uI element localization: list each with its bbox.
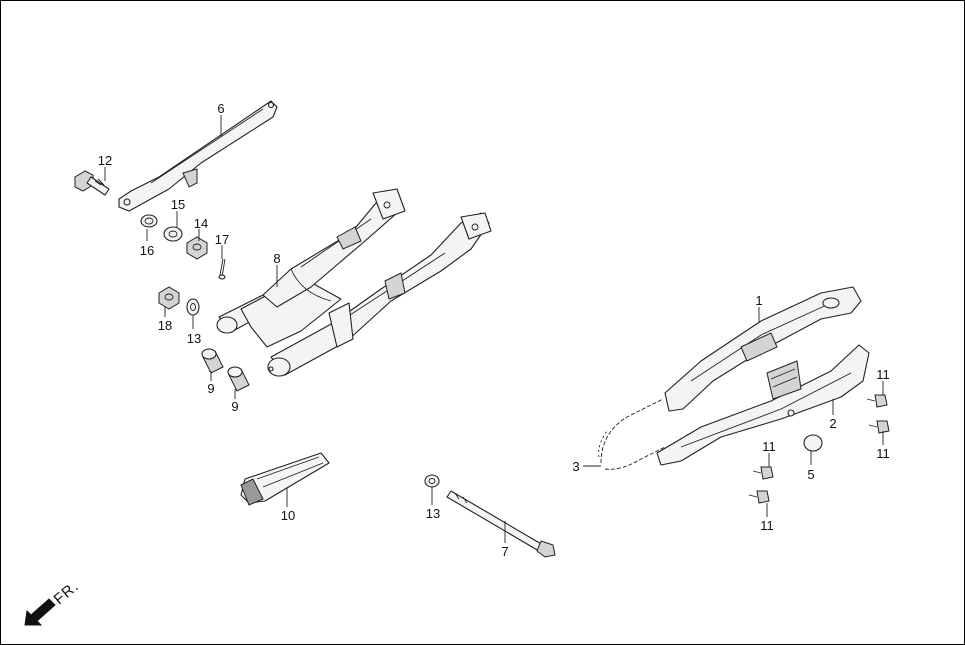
part-11-bolt-d [868, 420, 890, 434]
leader-lines [104, 115, 884, 543]
callout-18: 18 [158, 318, 172, 333]
callout-8: 8 [273, 251, 280, 266]
callout-numbers: 6 12 15 14 17 16 8 18 13 9 9 10 13 7 1 2… [98, 101, 890, 559]
front-direction-label: FR. [51, 578, 83, 608]
callout-16: 16 [140, 243, 154, 258]
part-6-brace [118, 100, 278, 212]
callout-11-a: 11 [762, 439, 776, 454]
part-11-bolt-c [866, 394, 888, 408]
callout-17: 17 [215, 232, 229, 247]
part-1-upper-chain-case [664, 286, 862, 412]
part-17-cotter-pin [218, 258, 226, 280]
part-13-washer-lower [424, 474, 440, 488]
part-16-spring-washer [140, 214, 158, 228]
callout-14: 14 [194, 216, 208, 231]
callout-6: 6 [217, 101, 224, 116]
callout-15: 15 [171, 197, 185, 212]
part-13-washer-upper [186, 298, 200, 316]
callout-11-c: 11 [876, 367, 890, 382]
part-14-nut [186, 236, 208, 260]
callout-5: 5 [807, 467, 814, 482]
callout-1: 1 [755, 293, 762, 308]
callout-3: 3 [572, 459, 579, 474]
callout-9-b: 9 [231, 399, 238, 414]
part-3-chain [598, 398, 666, 470]
callout-13-upper: 13 [187, 331, 201, 346]
part-8-swing-arm [216, 188, 492, 377]
callout-12: 12 [98, 153, 112, 168]
callout-7: 7 [501, 544, 508, 559]
part-11-bolt-a [752, 466, 774, 480]
part-9-bushing-a [201, 348, 224, 374]
part-11-bolt-b [748, 490, 770, 504]
part-2-lower-chain-case [656, 344, 870, 466]
part-9-bushing-b [227, 366, 250, 392]
callout-9-a: 9 [207, 381, 214, 396]
part-10-chain-slider [240, 452, 330, 506]
callout-10: 10 [281, 508, 295, 523]
callout-11-b: 11 [760, 518, 774, 533]
front-arrow-icon [24, 598, 56, 626]
part-12-bolt [74, 170, 110, 196]
callout-11-d: 11 [876, 446, 890, 461]
callout-2: 2 [829, 416, 836, 431]
part-18-nut [158, 286, 180, 310]
callout-13-lower: 13 [426, 506, 440, 521]
part-7-pivot-bolt [446, 490, 556, 558]
front-direction-indicator: FR. [24, 578, 83, 626]
part-15-washer [163, 226, 183, 242]
part-5-cap [803, 434, 823, 452]
